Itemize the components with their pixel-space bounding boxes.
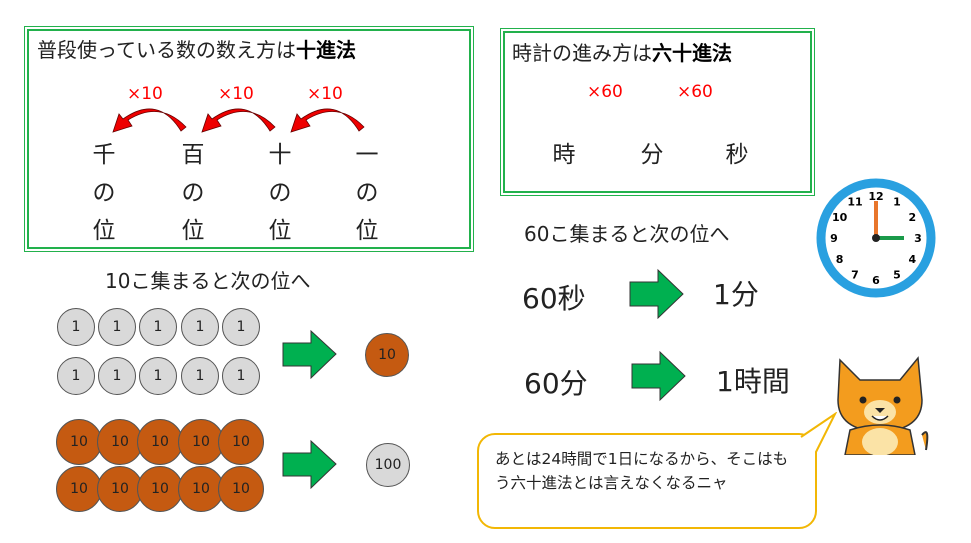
- sexagesimal-title: 時計の進み方は六十進法: [512, 37, 732, 66]
- ten-coin: 10: [218, 466, 264, 512]
- speech-bubble-tail: [800, 412, 838, 453]
- one-coin: 1: [139, 308, 177, 346]
- conversion-to: 1時間: [716, 365, 790, 398]
- clock-number: 10: [832, 211, 848, 224]
- one-coin: 1: [181, 357, 219, 395]
- clock-number: 5: [893, 268, 901, 281]
- multiplier-label: ×10: [307, 84, 343, 104]
- one-coin: 1: [98, 308, 136, 346]
- ten-coin: 10: [178, 419, 224, 465]
- clock-number: 6: [872, 274, 880, 287]
- ten-coin: 10: [178, 466, 224, 512]
- place-ones: 一の位: [355, 142, 379, 244]
- title-bold: 六十進法: [652, 41, 732, 65]
- sexagesimal-system-panel: [500, 28, 815, 196]
- title-text: 普段使っている数の数え方は: [37, 38, 296, 62]
- left-caption: 10こ集まると次の位へ: [105, 269, 311, 293]
- ten-coin: 10: [218, 419, 264, 465]
- place-tens: 十の位: [268, 142, 292, 244]
- right-arrow-icon: [631, 350, 686, 402]
- right-caption: 60こ集まると次の位へ: [524, 222, 730, 246]
- ten-coin: 10: [56, 419, 102, 465]
- one-coin: 1: [139, 357, 177, 395]
- one-coin: 1: [98, 357, 136, 395]
- clock-number: 3: [914, 232, 922, 245]
- right-arrow-icon: [282, 439, 337, 490]
- unit-hour: 時: [552, 142, 576, 168]
- clock-number: 4: [909, 253, 917, 266]
- ten-coin: 10: [97, 419, 143, 465]
- right-arrow-icon: [282, 329, 337, 380]
- multiplier-label: ×10: [127, 84, 163, 104]
- speech-text: あとは24時間で1日になるから、そこはもう六十進法とは言えなくなるニャ: [495, 450, 789, 492]
- multiplier-label: ×10: [218, 84, 254, 104]
- clock-number: 1: [893, 196, 901, 209]
- ten-coin: 10: [137, 466, 183, 512]
- cat-illustration: [837, 356, 929, 455]
- place-thousands: 千の位: [92, 142, 116, 244]
- conversion-from: 60秒: [522, 282, 586, 315]
- decimal-title: 普段使っている数の数え方は十進法: [37, 34, 356, 63]
- decimal-system-panel: [24, 26, 474, 252]
- speech-bubble: あとは24時間で1日になるから、そこはもう六十進法とは言えなくなるニャ: [477, 433, 817, 529]
- clock-pivot: [872, 234, 880, 242]
- curved-arrow-icon: [201, 108, 276, 133]
- curved-arrow-icon: [112, 108, 187, 133]
- conversion-to: 1分: [713, 278, 759, 311]
- one-coin: 1: [222, 308, 260, 346]
- hundred-coin: 100: [366, 443, 410, 487]
- right-arrow-icon: [629, 268, 684, 320]
- title-bold: 十進法: [296, 38, 356, 62]
- place-hundreds: 百の位: [181, 142, 205, 244]
- ten-coin: 10: [97, 466, 143, 512]
- ten-coin: 10: [365, 333, 409, 377]
- one-coin: 1: [181, 308, 219, 346]
- ten-coin: 10: [137, 419, 183, 465]
- clock-number: 11: [847, 196, 862, 209]
- clock-number: 8: [836, 253, 844, 266]
- clock-number: 12: [868, 190, 883, 203]
- multiplier-label: ×60: [677, 82, 713, 102]
- one-coin: 1: [222, 357, 260, 395]
- one-coin: 1: [57, 357, 95, 395]
- conversion-from: 60分: [524, 367, 588, 400]
- unit-minute: 分: [640, 142, 664, 168]
- unit-second: 秒: [725, 142, 749, 168]
- clock-number: 7: [851, 268, 859, 281]
- one-coin: 1: [57, 308, 95, 346]
- clock-number: 9: [830, 232, 838, 245]
- clock-number: 2: [909, 211, 917, 224]
- multiplier-label: ×60: [587, 82, 623, 102]
- ten-coin: 10: [56, 466, 102, 512]
- title-text: 時計の進み方は: [512, 41, 652, 65]
- curved-arrow-icon: [290, 108, 365, 133]
